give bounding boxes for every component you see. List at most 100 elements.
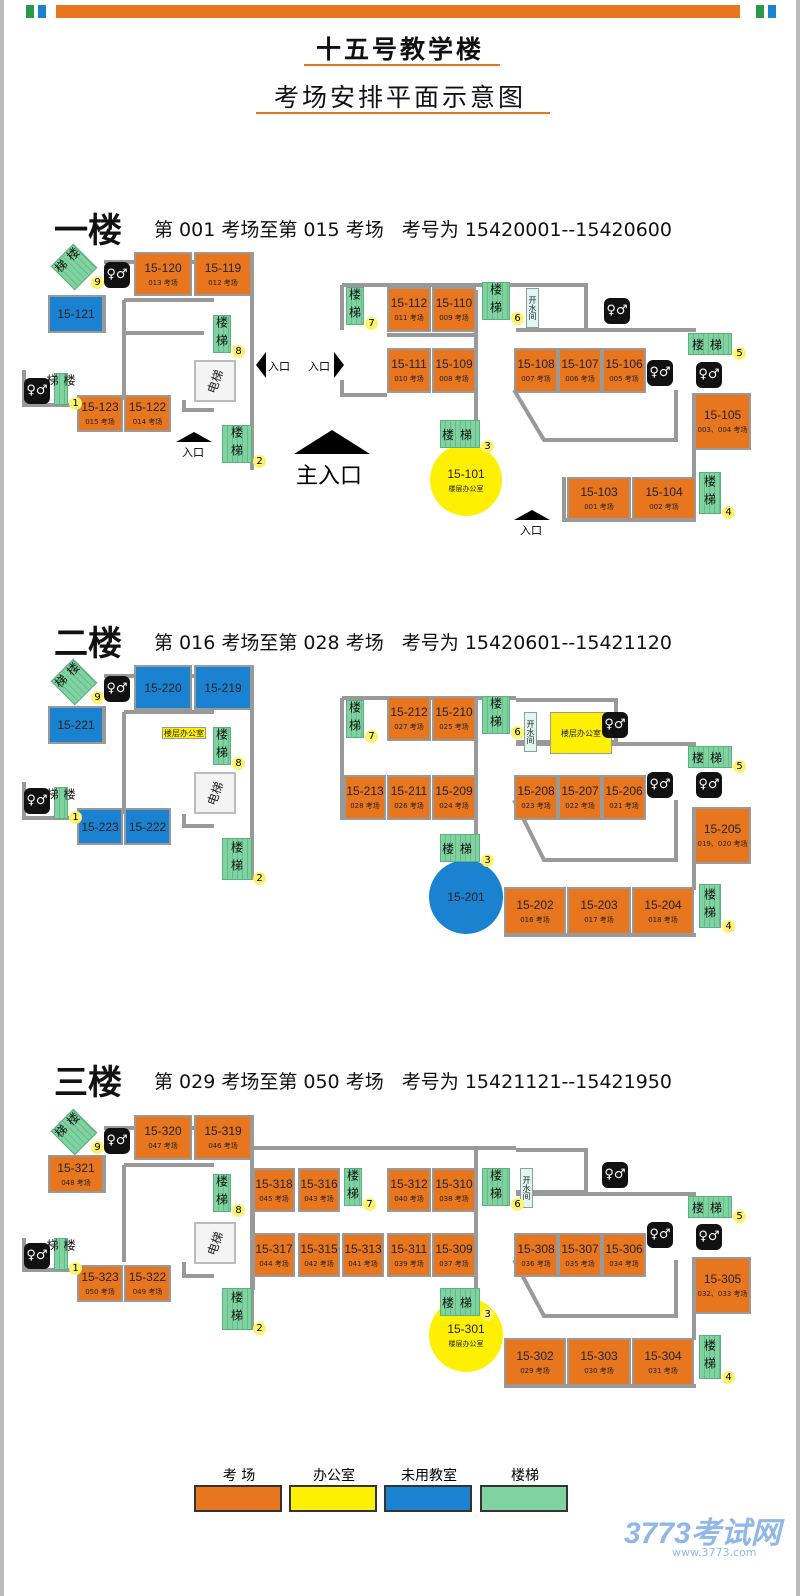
room-number: 15-108 (517, 357, 555, 371)
stairs-3[interactable]: 楼梯 (440, 420, 480, 448)
restroom-icon: ♀♂ (104, 676, 130, 702)
stairs-8[interactable]: 楼梯 (213, 727, 231, 765)
stairs-2[interactable]: 楼梯 (222, 1288, 252, 1330)
stairs-6[interactable]: 楼梯 (482, 696, 510, 734)
room-15-221[interactable]: 15-221 (48, 706, 104, 744)
room-number: 15-111 (391, 357, 427, 371)
legend-swatch-exam (194, 1485, 282, 1512)
floor-2-desc: 第 016 考场至第 028 考场 考号为 15420601--15421120 (154, 632, 672, 654)
room-楼层办公室[interactable]: 楼层办公室 (162, 727, 206, 739)
room-15-201[interactable]: 15-201 (429, 860, 503, 934)
room-15-121[interactable]: 15-121 (48, 295, 104, 333)
stairs-5[interactable]: 楼梯 (688, 333, 732, 355)
stairs-6[interactable]: 楼梯 (482, 1168, 510, 1206)
room-15-220[interactable]: 15-220 (134, 665, 192, 710)
room-楼层办公室[interactable]: 楼层办公室 (550, 712, 612, 754)
stairs-7[interactable]: 楼梯 (346, 287, 364, 325)
stairs-2[interactable]: 楼梯 (222, 425, 252, 463)
corner-mark (26, 5, 34, 18)
stairs-label: 楼梯 (229, 426, 244, 462)
stairs-1[interactable]: 楼梯 (45, 787, 76, 819)
room-开水间[interactable]: 开水间 (520, 1168, 533, 1208)
room-number: 15-223 (81, 819, 119, 834)
stairs-label: 楼梯 (45, 1239, 76, 1257)
room-15-223[interactable]: 15-223 (77, 808, 123, 845)
stairs-1[interactable]: 楼梯 (45, 373, 76, 405)
stairs-5[interactable]: 楼梯 (688, 746, 732, 768)
room-15-222[interactable]: 15-222 (124, 808, 171, 845)
stairs-4[interactable]: 楼梯 (699, 884, 721, 928)
stairs-4[interactable]: 楼梯 (699, 472, 721, 514)
stairs-7[interactable]: 楼梯 (346, 700, 364, 738)
stairs-7[interactable]: 楼梯 (344, 1168, 362, 1206)
stairs-8[interactable]: 楼梯 (213, 315, 231, 353)
room-15-219[interactable]: 15-219 (194, 665, 252, 710)
room-number: 15-221 (57, 718, 95, 732)
stairs-5[interactable]: 楼梯 (688, 1196, 732, 1218)
room-开水间[interactable]: 开水间 (524, 712, 537, 752)
stairs-3[interactable]: 楼梯 (440, 834, 480, 862)
stairs-6[interactable]: 楼梯 (482, 282, 510, 320)
stairs-8[interactable]: 楼梯 (213, 1174, 231, 1212)
room-exam-label: 044 考场 (259, 1259, 289, 1268)
stairs-4[interactable]: 楼梯 (699, 1335, 721, 1379)
room-number: 15-319 (204, 1124, 242, 1138)
room-number: 15-208 (517, 784, 555, 798)
stairs-1[interactable]: 楼梯 (45, 1238, 76, 1270)
room-exam-label: 019、020 考场 (697, 840, 748, 848)
stairs-2[interactable]: 楼梯 (222, 838, 252, 880)
room-number: 15-109 (435, 357, 473, 371)
room-开水间[interactable]: 开水间 (526, 288, 539, 328)
room-number: 15-105 (703, 408, 742, 422)
stairs-3[interactable]: 楼梯 (440, 1288, 480, 1316)
